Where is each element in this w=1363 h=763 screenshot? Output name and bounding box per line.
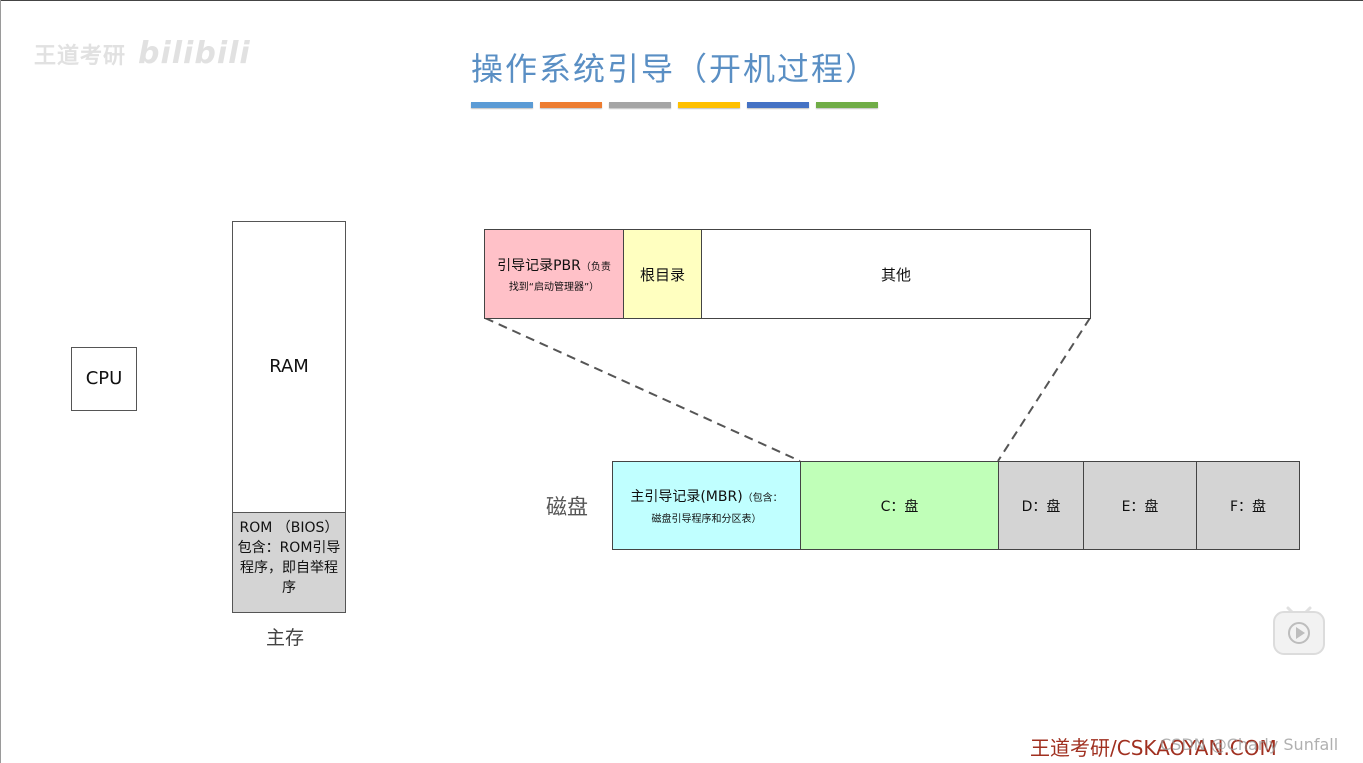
color-bar-1 [471, 102, 533, 108]
ram-box: RAM [232, 221, 346, 513]
footer-watermark: CSDN @Charly Sunfall [1160, 735, 1339, 754]
other-cell: 其他 [701, 229, 1091, 319]
play-icon[interactable] [1272, 602, 1326, 656]
color-bar-3 [609, 102, 671, 108]
partition-e: E：盘 [1083, 461, 1197, 550]
mbr-note-2: 磁盘引导程序和分区表） [651, 514, 762, 525]
pbr-note-1: （负责 [580, 262, 611, 273]
mbr-note-1: （包含： [742, 493, 783, 504]
footer-brand: 王道考研/CSKAOYAN.COM [1030, 736, 1277, 760]
root-directory-cell: 根目录 [623, 229, 702, 319]
pbr-note-2: 找到“启动管理器”） [508, 282, 600, 293]
partition-c: C：盘 [800, 461, 999, 550]
color-bar-5 [747, 102, 809, 108]
watermark-text: 王道考研 [34, 44, 127, 69]
main-memory-label: 主存 [265, 627, 304, 649]
top-border [0, 0, 1363, 1]
color-bar-strip [471, 102, 885, 109]
color-bar-4 [678, 102, 740, 108]
disk-label: 磁盘 [546, 495, 588, 519]
watermark-logo: 王道考研 bilibili [34, 36, 251, 71]
page-title: 操作系统引导（开机过程） [470, 50, 879, 88]
partition-f: F：盘 [1196, 461, 1300, 550]
left-dashed-connector [484, 317, 801, 462]
bilibili-logo: bilibili [138, 36, 251, 71]
partition-d: D：盘 [998, 461, 1084, 550]
pbr-title: 引导记录PBR [497, 258, 581, 274]
color-bar-6 [816, 102, 878, 108]
left-border [0, 0, 1, 763]
rom-box: ROM （BIOS）包含：ROM引导程序，即自举程序 [232, 512, 346, 613]
right-dashed-connector [997, 317, 1091, 462]
color-bar-2 [540, 102, 602, 108]
mbr-cell: 主引导记录(MBR)（包含： 磁盘引导程序和分区表） [612, 461, 801, 550]
cpu-box: CPU [71, 347, 137, 411]
mbr-title: 主引导记录(MBR) [630, 489, 743, 505]
pbr-cell: 引导记录PBR（负责 找到“启动管理器”） [484, 229, 624, 319]
